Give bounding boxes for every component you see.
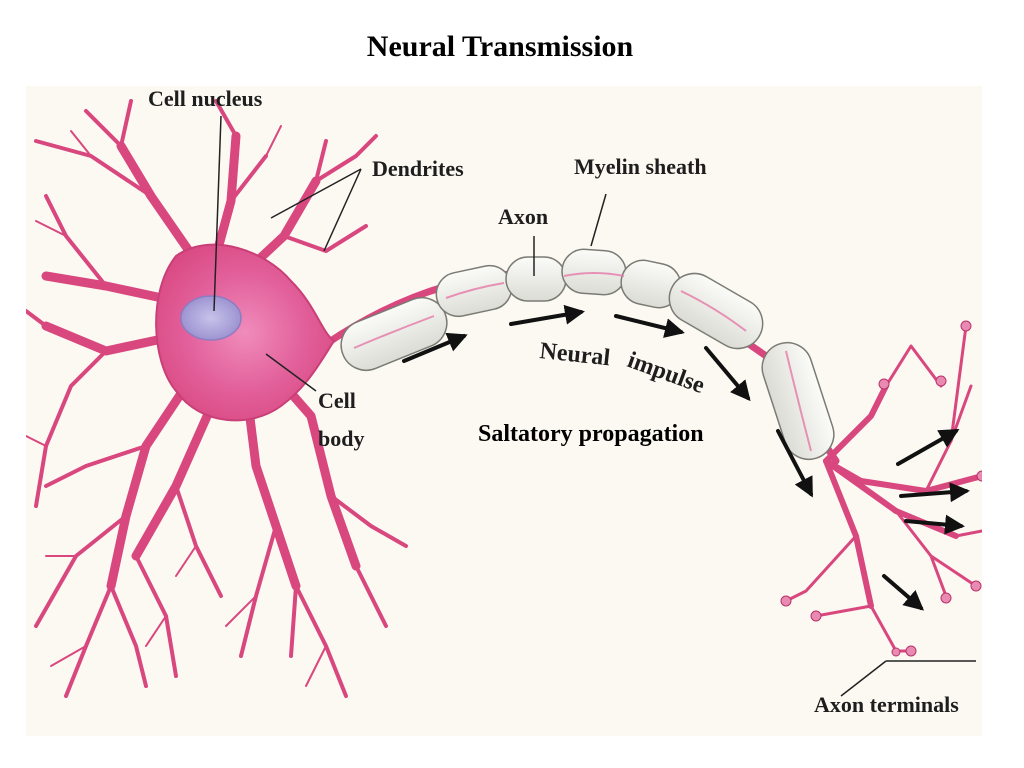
cell-body-shape	[155, 243, 336, 422]
terminal-knobs	[780, 320, 982, 657]
axon-terminals-label: Axon terminals	[814, 692, 959, 717]
neural-label: Neural	[538, 338, 611, 371]
neuron-diagram: Cell nucleus Dendrites Axon Myelin sheat…	[26, 86, 982, 717]
dendrites-shape	[26, 99, 408, 698]
cell-label: Cell	[318, 388, 356, 413]
myelin-sheath-label: Myelin sheath	[574, 154, 707, 179]
impulse-arrows	[402, 304, 970, 611]
slide-title: Neural Transmission	[366, 30, 634, 63]
nucleus-shape	[180, 295, 242, 341]
impulse-label: impulse	[624, 347, 708, 399]
slide-subtitle: Saltatory propagation	[478, 421, 704, 447]
axon-terminals-shape	[784, 324, 982, 653]
dendrites-label: Dendrites	[372, 156, 464, 181]
cell-nucleus-label: Cell nucleus	[148, 86, 263, 111]
neuron-illustration: Cell nucleus Dendrites Axon Myelin sheat…	[26, 86, 982, 736]
body-label: body	[318, 426, 364, 451]
axon-core-lines	[353, 272, 812, 452]
leader-lines	[213, 115, 976, 697]
axon-label: Axon	[498, 204, 548, 229]
